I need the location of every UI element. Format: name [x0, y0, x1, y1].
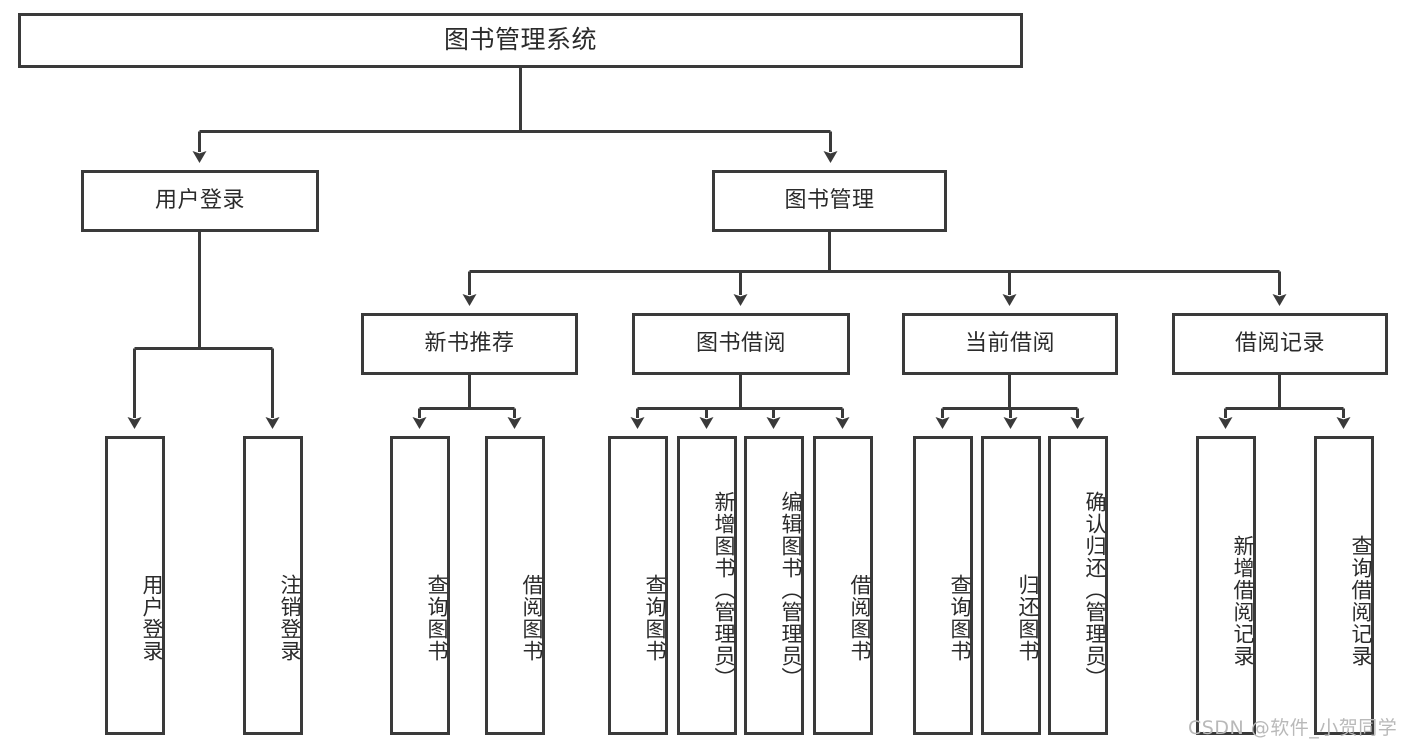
- node-user-login-box[interactable]: [81, 170, 319, 232]
- node-leaf-return-book-box[interactable]: [981, 436, 1041, 735]
- connector-user-login-to-leaves: [127, 230, 280, 429]
- node-leaf-borrow-book-2-box[interactable]: [813, 436, 873, 735]
- node-leaf-confirm-return-box[interactable]: [1048, 436, 1108, 735]
- node-leaf-add-record-box[interactable]: [1196, 436, 1256, 735]
- node-leaf-logout-login-box[interactable]: [243, 436, 303, 735]
- node-leaf-query-book-1-box[interactable]: [390, 436, 450, 735]
- connector-book-borrow-to-leaves: [630, 373, 850, 429]
- node-leaf-borrow-book-1-box[interactable]: [485, 436, 545, 735]
- connector-root-to-level2: [192, 66, 838, 163]
- node-leaf-add-book-admin-box[interactable]: [677, 436, 737, 735]
- node-leaf-query-book-3-box[interactable]: [913, 436, 973, 735]
- connector-borrow-record-to-leaves: [1218, 373, 1351, 429]
- node-leaf-query-record-box[interactable]: [1314, 436, 1374, 735]
- node-root-box[interactable]: [18, 13, 1023, 68]
- node-leaf-user-login-box[interactable]: [105, 436, 165, 735]
- node-borrow-record-box[interactable]: [1172, 313, 1388, 375]
- csdn-watermark: CSDN @软件_小贺同学: [1188, 717, 1398, 739]
- connector-book-manage-to-level3: [462, 230, 1287, 306]
- connector-current-borrow-to-leaves: [935, 373, 1085, 429]
- connector-new-book-recommend-to-leaves: [412, 373, 522, 429]
- node-leaf-query-book-2-box[interactable]: [608, 436, 668, 735]
- node-leaf-edit-book-admin-box[interactable]: [744, 436, 804, 735]
- node-book-manage-box[interactable]: [712, 170, 947, 232]
- node-current-borrow-box[interactable]: [902, 313, 1118, 375]
- node-new-book-recommend-box[interactable]: [361, 313, 578, 375]
- node-book-borrow-box[interactable]: [632, 313, 850, 375]
